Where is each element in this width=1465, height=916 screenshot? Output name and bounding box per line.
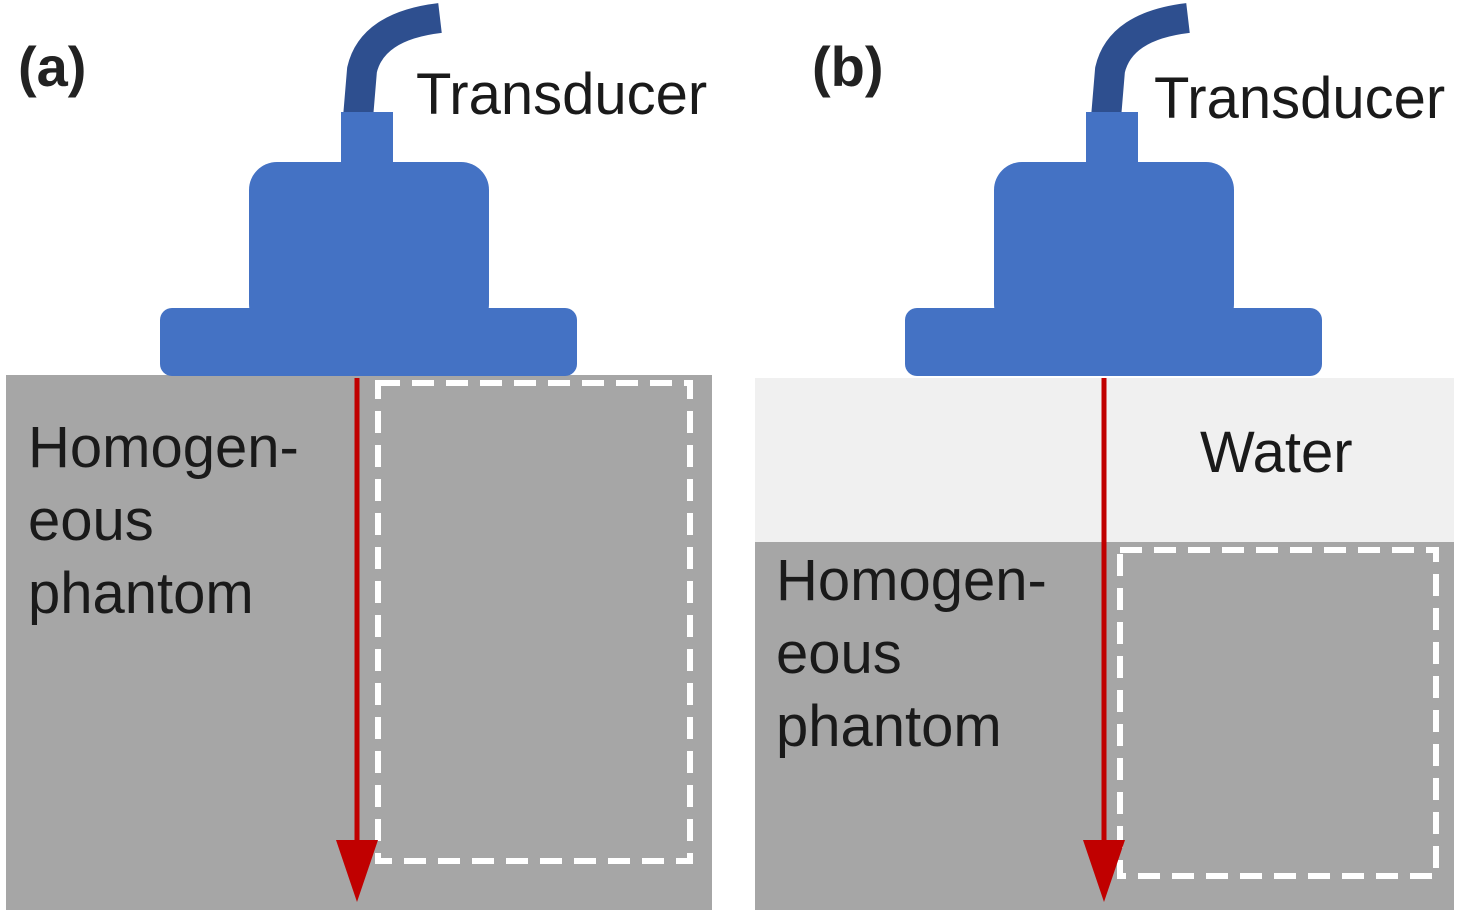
phantom-label-line2-b: eous	[776, 621, 902, 686]
transducer-label-a: Transducer	[416, 62, 707, 127]
phantom-label-line3-b: phantom	[776, 694, 1002, 759]
phantom-label-line1-a: Homogen-	[28, 415, 299, 480]
phantom-label-line2-a: eous	[28, 488, 154, 553]
transducer-icon-b	[905, 112, 1322, 376]
panel-a: (a) Transducer Homogen- eous phantom	[6, 3, 712, 910]
panel-b: (b) Transducer Water Homogen- eous phant…	[755, 3, 1454, 910]
roi-dashed-box-a	[375, 380, 693, 864]
phantom-label-line3-a: phantom	[28, 561, 254, 626]
transducer-icon-a	[160, 112, 577, 376]
transducer-cable-b	[1091, 3, 1191, 120]
transducer-label-b: Transducer	[1154, 66, 1445, 131]
transducer-cable-a	[343, 3, 443, 120]
phantom-label-line1-b: Homogen-	[776, 548, 1047, 613]
roi-dashed-box-b	[1117, 547, 1439, 879]
water-label-b: Water	[1200, 420, 1353, 485]
beam-arrow-b	[1083, 378, 1125, 902]
panel-label-b: (b)	[812, 35, 884, 98]
panel-label-a: (a)	[18, 35, 86, 98]
beam-arrow-a	[336, 378, 378, 902]
